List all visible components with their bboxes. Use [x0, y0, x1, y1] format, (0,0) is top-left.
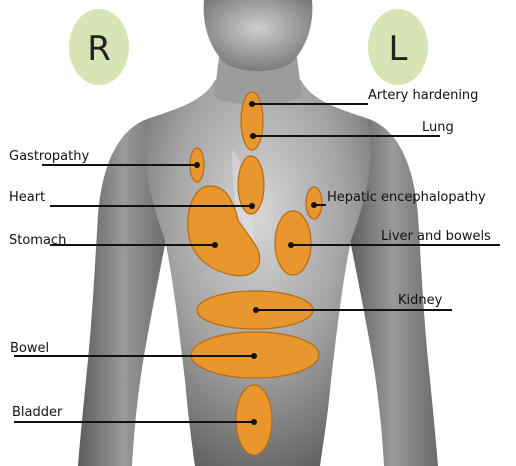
label-artery: Artery hardening	[368, 88, 478, 103]
label-hepatic: Hepatic encephalopathy	[327, 190, 486, 205]
dot-bowel	[251, 353, 257, 359]
left-side-letter: L	[389, 29, 408, 69]
organ-artery	[241, 92, 263, 150]
label-bladder: Bladder	[12, 405, 63, 420]
dot-stomach	[212, 242, 218, 248]
right-side-letter: R	[87, 29, 111, 69]
left-side-marker: L	[368, 9, 428, 85]
label-stomach: Stomach	[9, 233, 66, 248]
label-liver: Liver and bowels	[381, 229, 491, 244]
label-gastropathy: Gastropathy	[9, 149, 89, 164]
dot-heart	[249, 203, 255, 209]
dot-gastropathy	[194, 162, 200, 168]
label-lung: Lung	[422, 120, 454, 135]
label-heart: Heart	[9, 190, 45, 205]
dot-hepatic	[311, 202, 317, 208]
dot-bladder	[251, 419, 257, 425]
label-kidney: Kidney	[398, 293, 443, 308]
label-bowel: Bowel	[10, 341, 49, 356]
right-side-marker: R	[69, 9, 129, 85]
dot-lung	[250, 133, 256, 139]
dot-artery	[249, 101, 255, 107]
dot-liver	[288, 242, 294, 248]
dot-kidney	[253, 307, 259, 313]
